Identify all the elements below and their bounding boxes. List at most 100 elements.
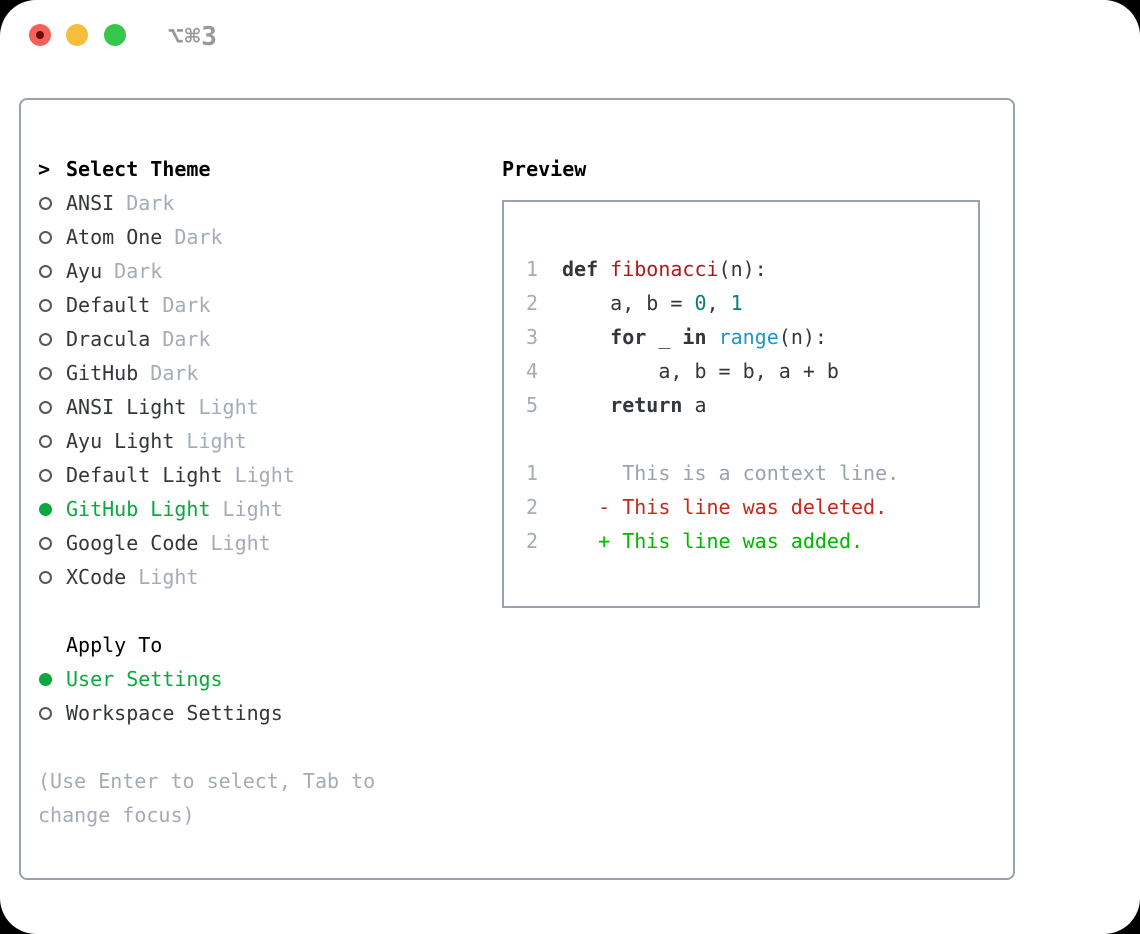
option-label: Ayu — [66, 259, 103, 283]
line-content: This is a context line. — [562, 461, 900, 485]
radio-icon — [39, 468, 52, 482]
marker-cell — [38, 706, 66, 720]
theme-option[interactable]: Atom One Dark — [38, 220, 488, 254]
radio-icon — [39, 706, 52, 720]
marker-cell — [38, 570, 66, 584]
line-content: return a — [610, 393, 707, 417]
line-number: 1 — [526, 461, 539, 485]
marker-cell — [38, 400, 66, 414]
theme-option[interactable]: Dracula Dark — [38, 322, 488, 356]
radio-icon — [39, 536, 52, 550]
preview-line: 4 a, b = b, a + b — [526, 354, 978, 388]
option-variant-label: Light — [210, 497, 283, 521]
marker-cell — [38, 366, 66, 380]
marker-cell — [38, 434, 66, 448]
theme-option[interactable]: XCode Light — [38, 560, 488, 594]
option-label: Ayu Light — [66, 429, 175, 453]
arrow-icon: > — [38, 157, 51, 181]
close-dot-icon — [36, 31, 44, 39]
line-content: a, b = b, a + b — [562, 359, 839, 383]
preview-line: 3 for _ in range(n): — [526, 320, 978, 354]
diff-sample: 1 This is a context line.2 - This line w… — [526, 456, 978, 558]
line-content: for _ in range(n): — [610, 325, 827, 349]
option-variant-label: Light — [198, 531, 271, 555]
line-content: a, b = 0, 1 — [562, 291, 743, 315]
line-number: 4 — [526, 359, 539, 383]
option-variant-label: Light — [174, 429, 247, 453]
cursor-marker: > — [38, 157, 66, 181]
theme-option[interactable]: Ayu Light Light — [38, 424, 488, 458]
marker-cell — [38, 468, 66, 482]
preview-line: 2 + This line was added. — [526, 524, 978, 558]
radio-icon — [39, 366, 52, 380]
radio-icon — [39, 434, 52, 448]
line-content: - This line was deleted. — [562, 495, 888, 519]
theme-option[interactable]: GitHub Light Light — [38, 492, 488, 526]
option-label: Atom One — [66, 225, 163, 249]
theme-option[interactable]: Ayu Dark — [38, 254, 488, 288]
select-theme-header: > Select Theme — [38, 152, 488, 186]
theme-option[interactable]: ANSI Dark — [38, 186, 488, 220]
line-content: def fibonacci(n): — [562, 257, 767, 281]
apply-to-option[interactable]: User Settings — [38, 662, 488, 696]
marker-cell — [38, 196, 66, 210]
option-label: Workspace Settings — [66, 701, 283, 725]
marker-cell — [38, 502, 66, 516]
radio-icon — [39, 400, 52, 414]
preview-line: 5 return a — [526, 388, 978, 422]
option-variant-label: Dark — [114, 191, 175, 215]
close-button[interactable] — [29, 24, 51, 46]
radio-icon — [39, 570, 52, 584]
option-variant-label: Light — [222, 463, 295, 487]
option-variant-label: Dark — [162, 225, 223, 249]
theme-option[interactable]: ANSI Light Light — [38, 390, 488, 424]
option-variant-label: Light — [126, 565, 199, 589]
preview-line: 2 a, b = 0, 1 — [526, 286, 978, 320]
theme-option[interactable]: Default Dark — [38, 288, 488, 322]
option-variant-label: Dark — [102, 259, 163, 283]
theme-option[interactable]: Default Light Light — [38, 458, 488, 492]
theme-option[interactable]: Google Code Light — [38, 526, 488, 560]
option-label: Default Light — [66, 463, 223, 487]
line-content: + This line was added. — [562, 529, 864, 553]
option-label: ANSI — [66, 191, 115, 215]
option-variant-label: Light — [186, 395, 259, 419]
line-number: 2 — [526, 529, 539, 553]
preview-line: 2 - This line was deleted. — [526, 490, 978, 524]
line-number: 2 — [526, 495, 539, 519]
option-label: User Settings — [66, 667, 223, 691]
zoom-button[interactable] — [104, 24, 126, 46]
option-variant-label: Dark — [138, 361, 199, 385]
apply-to-option[interactable]: Workspace Settings — [38, 696, 488, 730]
radio-icon — [39, 196, 52, 210]
radio-icon — [39, 230, 52, 244]
preview-line: 1 This is a context line. — [526, 456, 978, 490]
option-label: GitHub — [66, 361, 139, 385]
marker-cell — [38, 536, 66, 550]
apply-to-header: Apply To — [38, 628, 488, 662]
window-title: ⌥⌘3 — [168, 22, 218, 52]
select-theme-title: Select Theme — [66, 157, 211, 181]
marker-cell — [38, 672, 66, 686]
theme-option[interactable]: GitHub Dark — [38, 356, 488, 390]
option-label: Google Code — [66, 531, 199, 555]
titlebar: ⌥⌘3 — [0, 0, 1140, 72]
minimize-button[interactable] — [66, 24, 88, 46]
option-label: Dracula — [66, 327, 151, 351]
line-number: 5 — [526, 393, 539, 417]
line-number: 2 — [526, 291, 539, 315]
keyboard-hint: (Use Enter to select, Tab to change focu… — [38, 769, 376, 827]
radio-selected-icon — [39, 502, 52, 516]
apply-to-title: Apply To — [66, 633, 163, 657]
radio-icon — [39, 298, 52, 312]
option-variant-label: Dark — [150, 293, 211, 317]
